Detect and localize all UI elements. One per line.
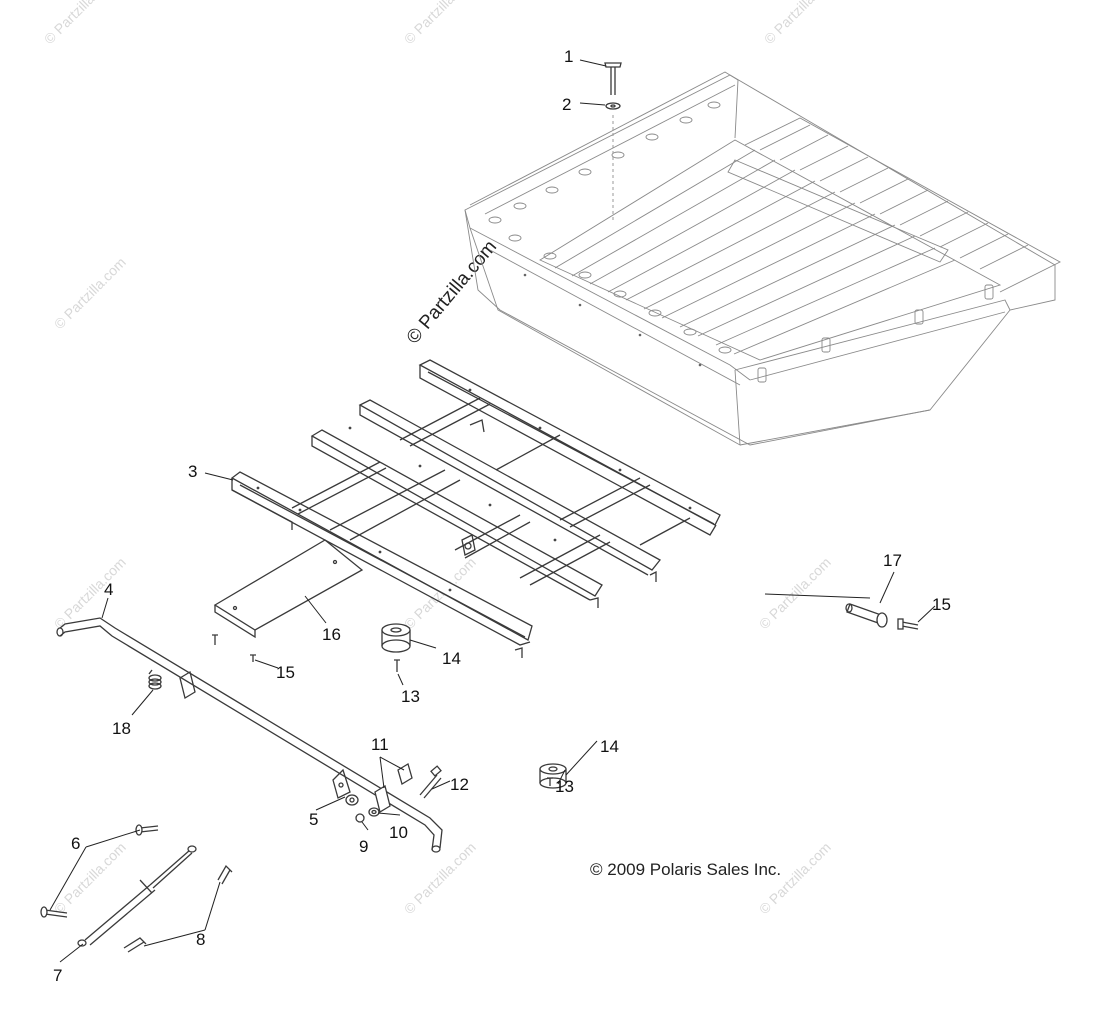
latch-11 xyxy=(374,763,413,814)
callout-15b: 15 xyxy=(932,595,951,614)
bolt-12 xyxy=(419,765,442,799)
callout-12: 12 xyxy=(450,775,469,794)
watermark: © Partzilla.com xyxy=(401,0,479,47)
latch-rod xyxy=(56,617,443,853)
bumper-14b xyxy=(539,763,567,789)
spring-18 xyxy=(148,669,162,690)
cargo-box xyxy=(464,71,1061,446)
callout-15a: 15 xyxy=(276,663,295,682)
screw-1 xyxy=(604,62,622,220)
watermark: © Partzilla.com xyxy=(51,554,129,632)
watermark: © Partzilla.com xyxy=(41,0,119,47)
callout-8: 8 xyxy=(196,930,205,949)
nut-9 xyxy=(355,813,365,823)
callout-3: 3 xyxy=(188,462,197,481)
leader-lines xyxy=(49,59,936,963)
callout-11: 11 xyxy=(371,735,389,754)
callout-4: 4 xyxy=(104,580,113,599)
washer-10 xyxy=(368,807,380,817)
callout-13a: 13 xyxy=(401,687,420,706)
callout-18: 18 xyxy=(112,719,131,738)
callout-9: 9 xyxy=(359,837,368,856)
bumper-14a xyxy=(381,623,411,653)
cargo-box-frame xyxy=(230,359,721,658)
screw-15-left xyxy=(212,634,256,662)
callout-14a: 14 xyxy=(442,649,461,668)
watermark: © Partzilla.com xyxy=(51,839,129,917)
washer-2 xyxy=(605,102,621,110)
screw-13b xyxy=(547,777,553,786)
watermark: © Partzilla.com xyxy=(51,254,129,332)
callout-16: 16 xyxy=(322,625,341,644)
callout-17: 17 xyxy=(883,551,902,570)
callout-5: 5 xyxy=(309,810,318,829)
screw-15-right xyxy=(897,618,919,630)
skid-plate xyxy=(213,539,364,639)
callout-10: 10 xyxy=(389,823,408,842)
watermark: © Partzilla.com xyxy=(756,554,834,632)
callout-2: 2 xyxy=(562,95,571,114)
callout-6: 6 xyxy=(71,834,80,853)
pin-6 xyxy=(40,824,159,918)
callout-13b: 13 xyxy=(555,777,574,796)
pin-17 xyxy=(845,603,888,628)
callout-1: 1 xyxy=(564,47,573,66)
watermark-center: © Partzilla.com xyxy=(403,237,501,349)
clip-8 xyxy=(123,864,233,953)
watermark: © Partzilla.com xyxy=(761,0,839,47)
copyright-text: © 2009 Polaris Sales Inc. xyxy=(590,860,781,879)
bushing-5 xyxy=(345,794,359,806)
gas-strut-7 xyxy=(77,845,197,947)
callout-14b: 14 xyxy=(600,737,619,756)
callout-labels: 1 2 3 4 5 6 7 8 9 10 11 12 13 13 14 14 1… xyxy=(53,47,951,985)
screw-13a xyxy=(394,659,400,672)
callout-7: 7 xyxy=(53,966,62,985)
